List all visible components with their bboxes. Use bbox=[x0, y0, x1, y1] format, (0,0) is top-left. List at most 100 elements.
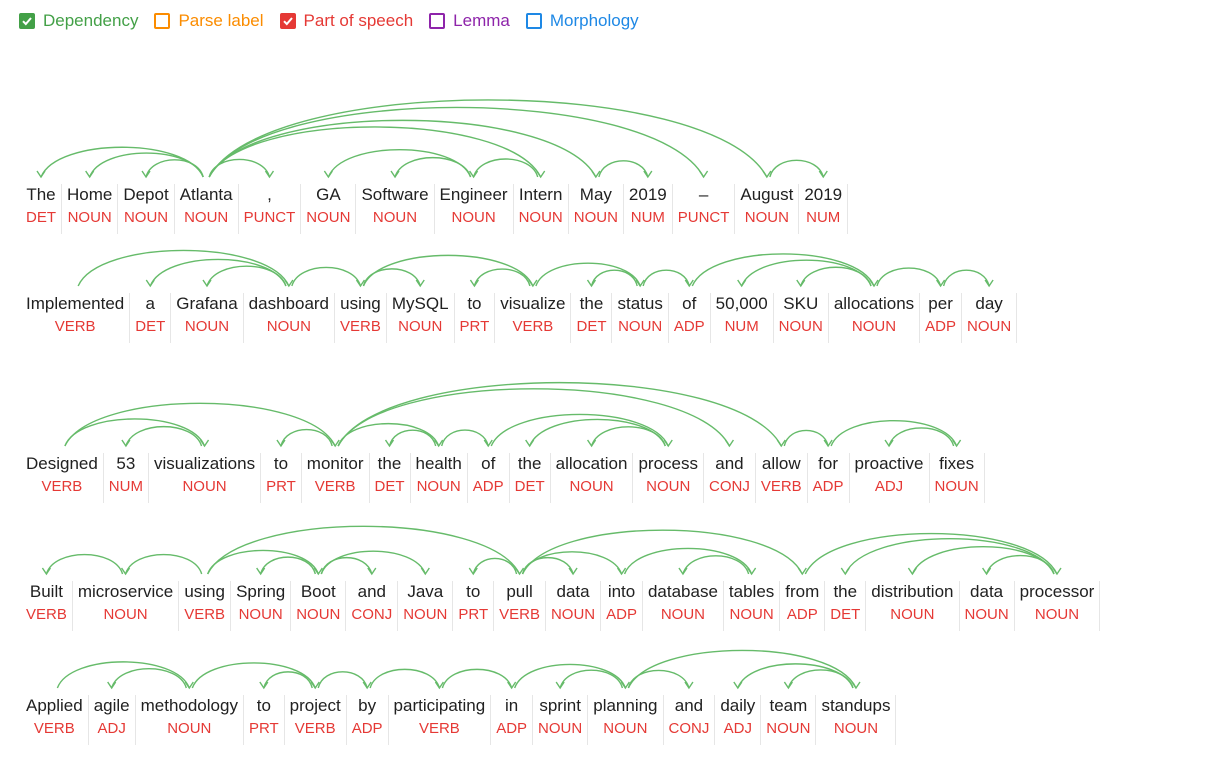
dependency-arc[interactable] bbox=[876, 267, 942, 287]
dependency-arc[interactable] bbox=[259, 556, 316, 575]
dependency-arc[interactable] bbox=[362, 254, 534, 287]
toggle-morphology[interactable]: Morphology bbox=[525, 11, 639, 31]
dependency-arc[interactable] bbox=[473, 268, 531, 287]
dependency-arc[interactable] bbox=[844, 538, 1055, 575]
dependency-arc[interactable] bbox=[317, 671, 368, 689]
toggle-parse-label[interactable]: Parse label bbox=[154, 11, 264, 31]
dependency-arc[interactable] bbox=[280, 428, 333, 447]
dependency-arc[interactable] bbox=[207, 525, 521, 575]
dependency-arc[interactable] bbox=[145, 159, 204, 178]
checkbox-dependency[interactable] bbox=[19, 13, 35, 29]
dependency-arc[interactable] bbox=[208, 126, 542, 178]
toggle-part-of-speech[interactable]: Part of speech bbox=[279, 11, 413, 31]
dependency-arc[interactable] bbox=[521, 556, 574, 575]
dependency-arc[interactable] bbox=[327, 148, 472, 178]
dependency-arc[interactable] bbox=[627, 669, 690, 689]
dependency-arc[interactable] bbox=[440, 429, 489, 447]
dependency-arc[interactable] bbox=[741, 259, 872, 287]
dependency-arc[interactable] bbox=[89, 152, 204, 178]
dependency-arc[interactable] bbox=[804, 532, 1058, 575]
toggle-lemma[interactable]: Lemma bbox=[429, 11, 510, 31]
dependency-arc[interactable] bbox=[191, 662, 316, 689]
dependency-arc[interactable] bbox=[627, 649, 857, 689]
dependency-arc[interactable] bbox=[942, 269, 990, 287]
dependency-arc[interactable] bbox=[642, 269, 690, 287]
dependency-arc[interactable] bbox=[64, 418, 206, 447]
dependency-arc[interactable] bbox=[490, 413, 669, 447]
dependency-arc[interactable] bbox=[64, 402, 336, 447]
dependency-arc[interactable] bbox=[394, 157, 472, 178]
toggle-dependency[interactable]: Dependency bbox=[19, 11, 138, 31]
dependency-arc[interactable] bbox=[521, 529, 803, 575]
dependency-arc[interactable] bbox=[263, 671, 313, 689]
token[interactable]: ,PUNCT bbox=[239, 184, 301, 227]
dependency-arc[interactable] bbox=[623, 547, 753, 575]
dependency-arc[interactable] bbox=[535, 262, 641, 287]
dependency-arc[interactable] bbox=[691, 253, 875, 287]
dependency-arc[interactable] bbox=[472, 158, 539, 178]
dependency-arc[interactable] bbox=[737, 663, 854, 689]
dependency-arc[interactable] bbox=[598, 160, 649, 178]
dependency-arc[interactable] bbox=[77, 249, 290, 287]
dependency-arc[interactable] bbox=[56, 661, 190, 689]
dependency-arc[interactable] bbox=[529, 418, 666, 447]
dependency-arc[interactable] bbox=[208, 119, 597, 178]
dependency-arc[interactable] bbox=[320, 556, 373, 575]
checkbox-parse-label[interactable] bbox=[154, 13, 171, 29]
dependency-arc[interactable] bbox=[830, 419, 958, 447]
dependency-arc[interactable] bbox=[521, 551, 623, 575]
dependency-arc[interactable] bbox=[590, 269, 638, 287]
checkbox-lemma[interactable] bbox=[429, 13, 446, 29]
dependency-arc[interactable] bbox=[787, 669, 854, 689]
token[interactable]: –PUNCT bbox=[673, 184, 735, 227]
dependency-arc[interactable] bbox=[45, 554, 124, 575]
dependency-arc[interactable] bbox=[888, 427, 955, 447]
dependency-arc[interactable] bbox=[682, 555, 750, 575]
dependency-arc[interactable] bbox=[783, 429, 829, 447]
dependency-arc[interactable] bbox=[149, 258, 287, 287]
dependency-arc[interactable] bbox=[769, 159, 824, 178]
dependency-arc[interactable] bbox=[472, 557, 518, 575]
dependency-arc[interactable] bbox=[110, 668, 187, 689]
